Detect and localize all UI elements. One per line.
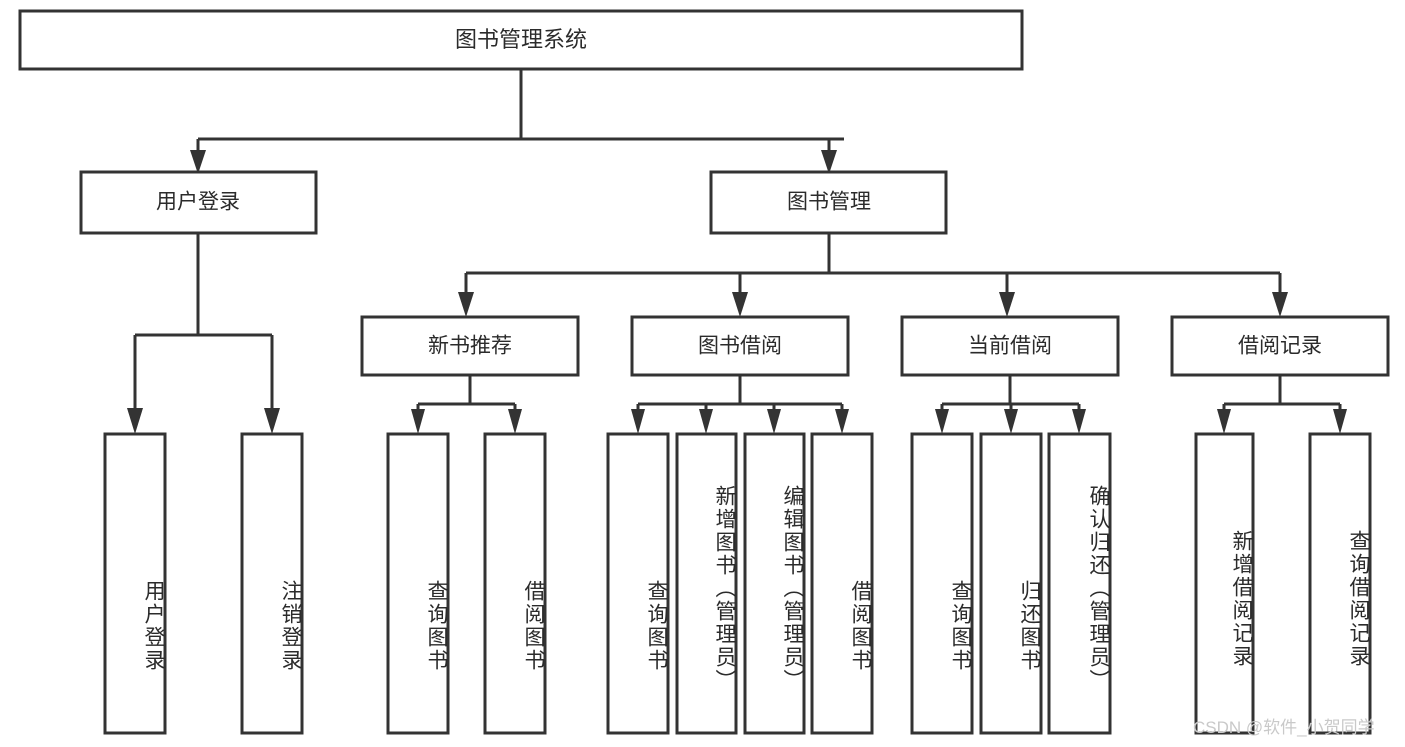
node-book-borrow[interactable]: 图书借阅 (630, 315, 850, 377)
leaf-box-query-book-3[interactable] (910, 432, 974, 735)
leaf-box-edit-book[interactable] (743, 432, 806, 735)
node-root[interactable]: 图书管理系统 (18, 9, 1024, 71)
leaf-box-query-book-2[interactable] (606, 432, 670, 735)
node-borrow-record-label: 借阅记录 (1238, 335, 1322, 358)
leaf-box-confirm-return[interactable] (1047, 432, 1112, 735)
edge-borrow-record-to-leaves (1217, 375, 1347, 434)
node-new-book-recommend-box[interactable] (360, 315, 580, 377)
node-root-box[interactable] (18, 9, 1024, 71)
node-book-manage[interactable]: 图书管理 (709, 170, 948, 235)
node-current-borrow-box[interactable] (900, 315, 1120, 377)
node-root-label: 图书管理系统 (455, 27, 587, 52)
leaf-box-logout[interactable] (240, 432, 304, 735)
leaf-box-query-record[interactable] (1308, 432, 1372, 735)
edge-new-book-recommend-to-leaves (411, 375, 522, 434)
node-current-borrow-label: 当前借阅 (968, 335, 1052, 358)
edge-current-borrow-to-leaves (935, 375, 1086, 434)
node-user-login-box[interactable] (79, 170, 318, 235)
leaf-box-return-book[interactable] (979, 432, 1043, 735)
edge-user-login-to-leaves (127, 233, 280, 434)
leaf-box-borrow-book-1[interactable] (483, 432, 547, 735)
node-current-borrow[interactable]: 当前借阅 (900, 315, 1120, 377)
node-new-book-recommend[interactable]: 新书推荐 (360, 315, 580, 377)
leaf-box-borrow-book-2[interactable] (810, 432, 874, 735)
node-book-manage-label: 图书管理 (787, 191, 871, 214)
csdn-watermark: CSDN @软件_小贺同学 (1193, 718, 1375, 737)
node-new-book-recommend-label: 新书推荐 (428, 335, 512, 358)
node-user-login-label: 用户登录 (156, 191, 240, 214)
edge-root-to-level1 (190, 69, 844, 174)
node-borrow-record[interactable]: 借阅记录 (1170, 315, 1390, 377)
node-book-borrow-label: 图书借阅 (698, 335, 782, 358)
leaf-box-add-record[interactable] (1194, 432, 1255, 735)
node-user-login[interactable]: 用户登录 (79, 170, 318, 235)
edge-book-borrow-to-leaves (631, 375, 849, 434)
leaf-box-user-login[interactable] (103, 432, 167, 735)
arrow-head-book-manage (821, 150, 837, 174)
leaf-box-add-book[interactable] (675, 432, 738, 735)
arrow-head-user-login (190, 150, 206, 174)
leaf-box-query-book-1[interactable] (386, 432, 450, 735)
edge-book-manage-to-level2 (458, 233, 1288, 317)
